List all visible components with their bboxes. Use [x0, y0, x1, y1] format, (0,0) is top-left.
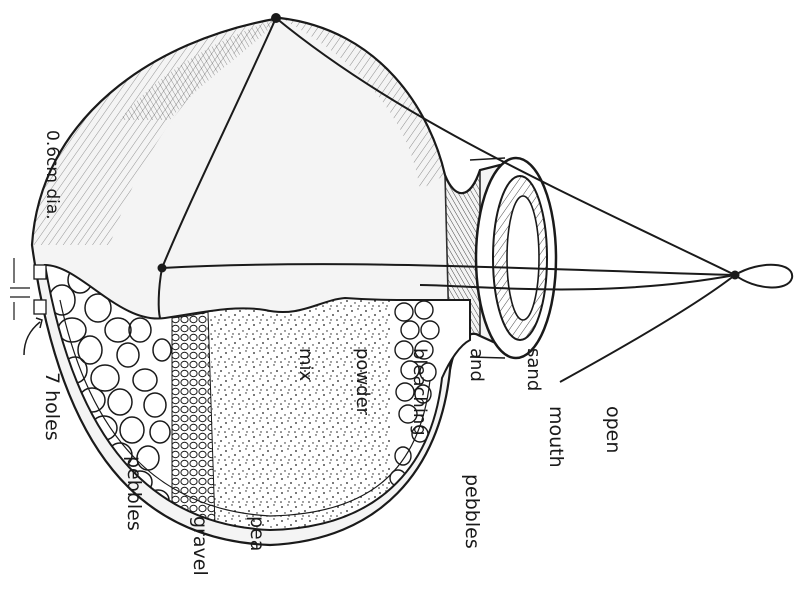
label-diameter: 0.6cm dia. — [4, 130, 99, 220]
holes — [10, 258, 46, 355]
label-holes: 7 holes — [4, 372, 99, 441]
label-pea-gravel: pea gravel — [152, 516, 304, 576]
label-pebbles-right: pebbles — [424, 474, 519, 549]
label-open-mouth: open mouth — [508, 406, 660, 468]
